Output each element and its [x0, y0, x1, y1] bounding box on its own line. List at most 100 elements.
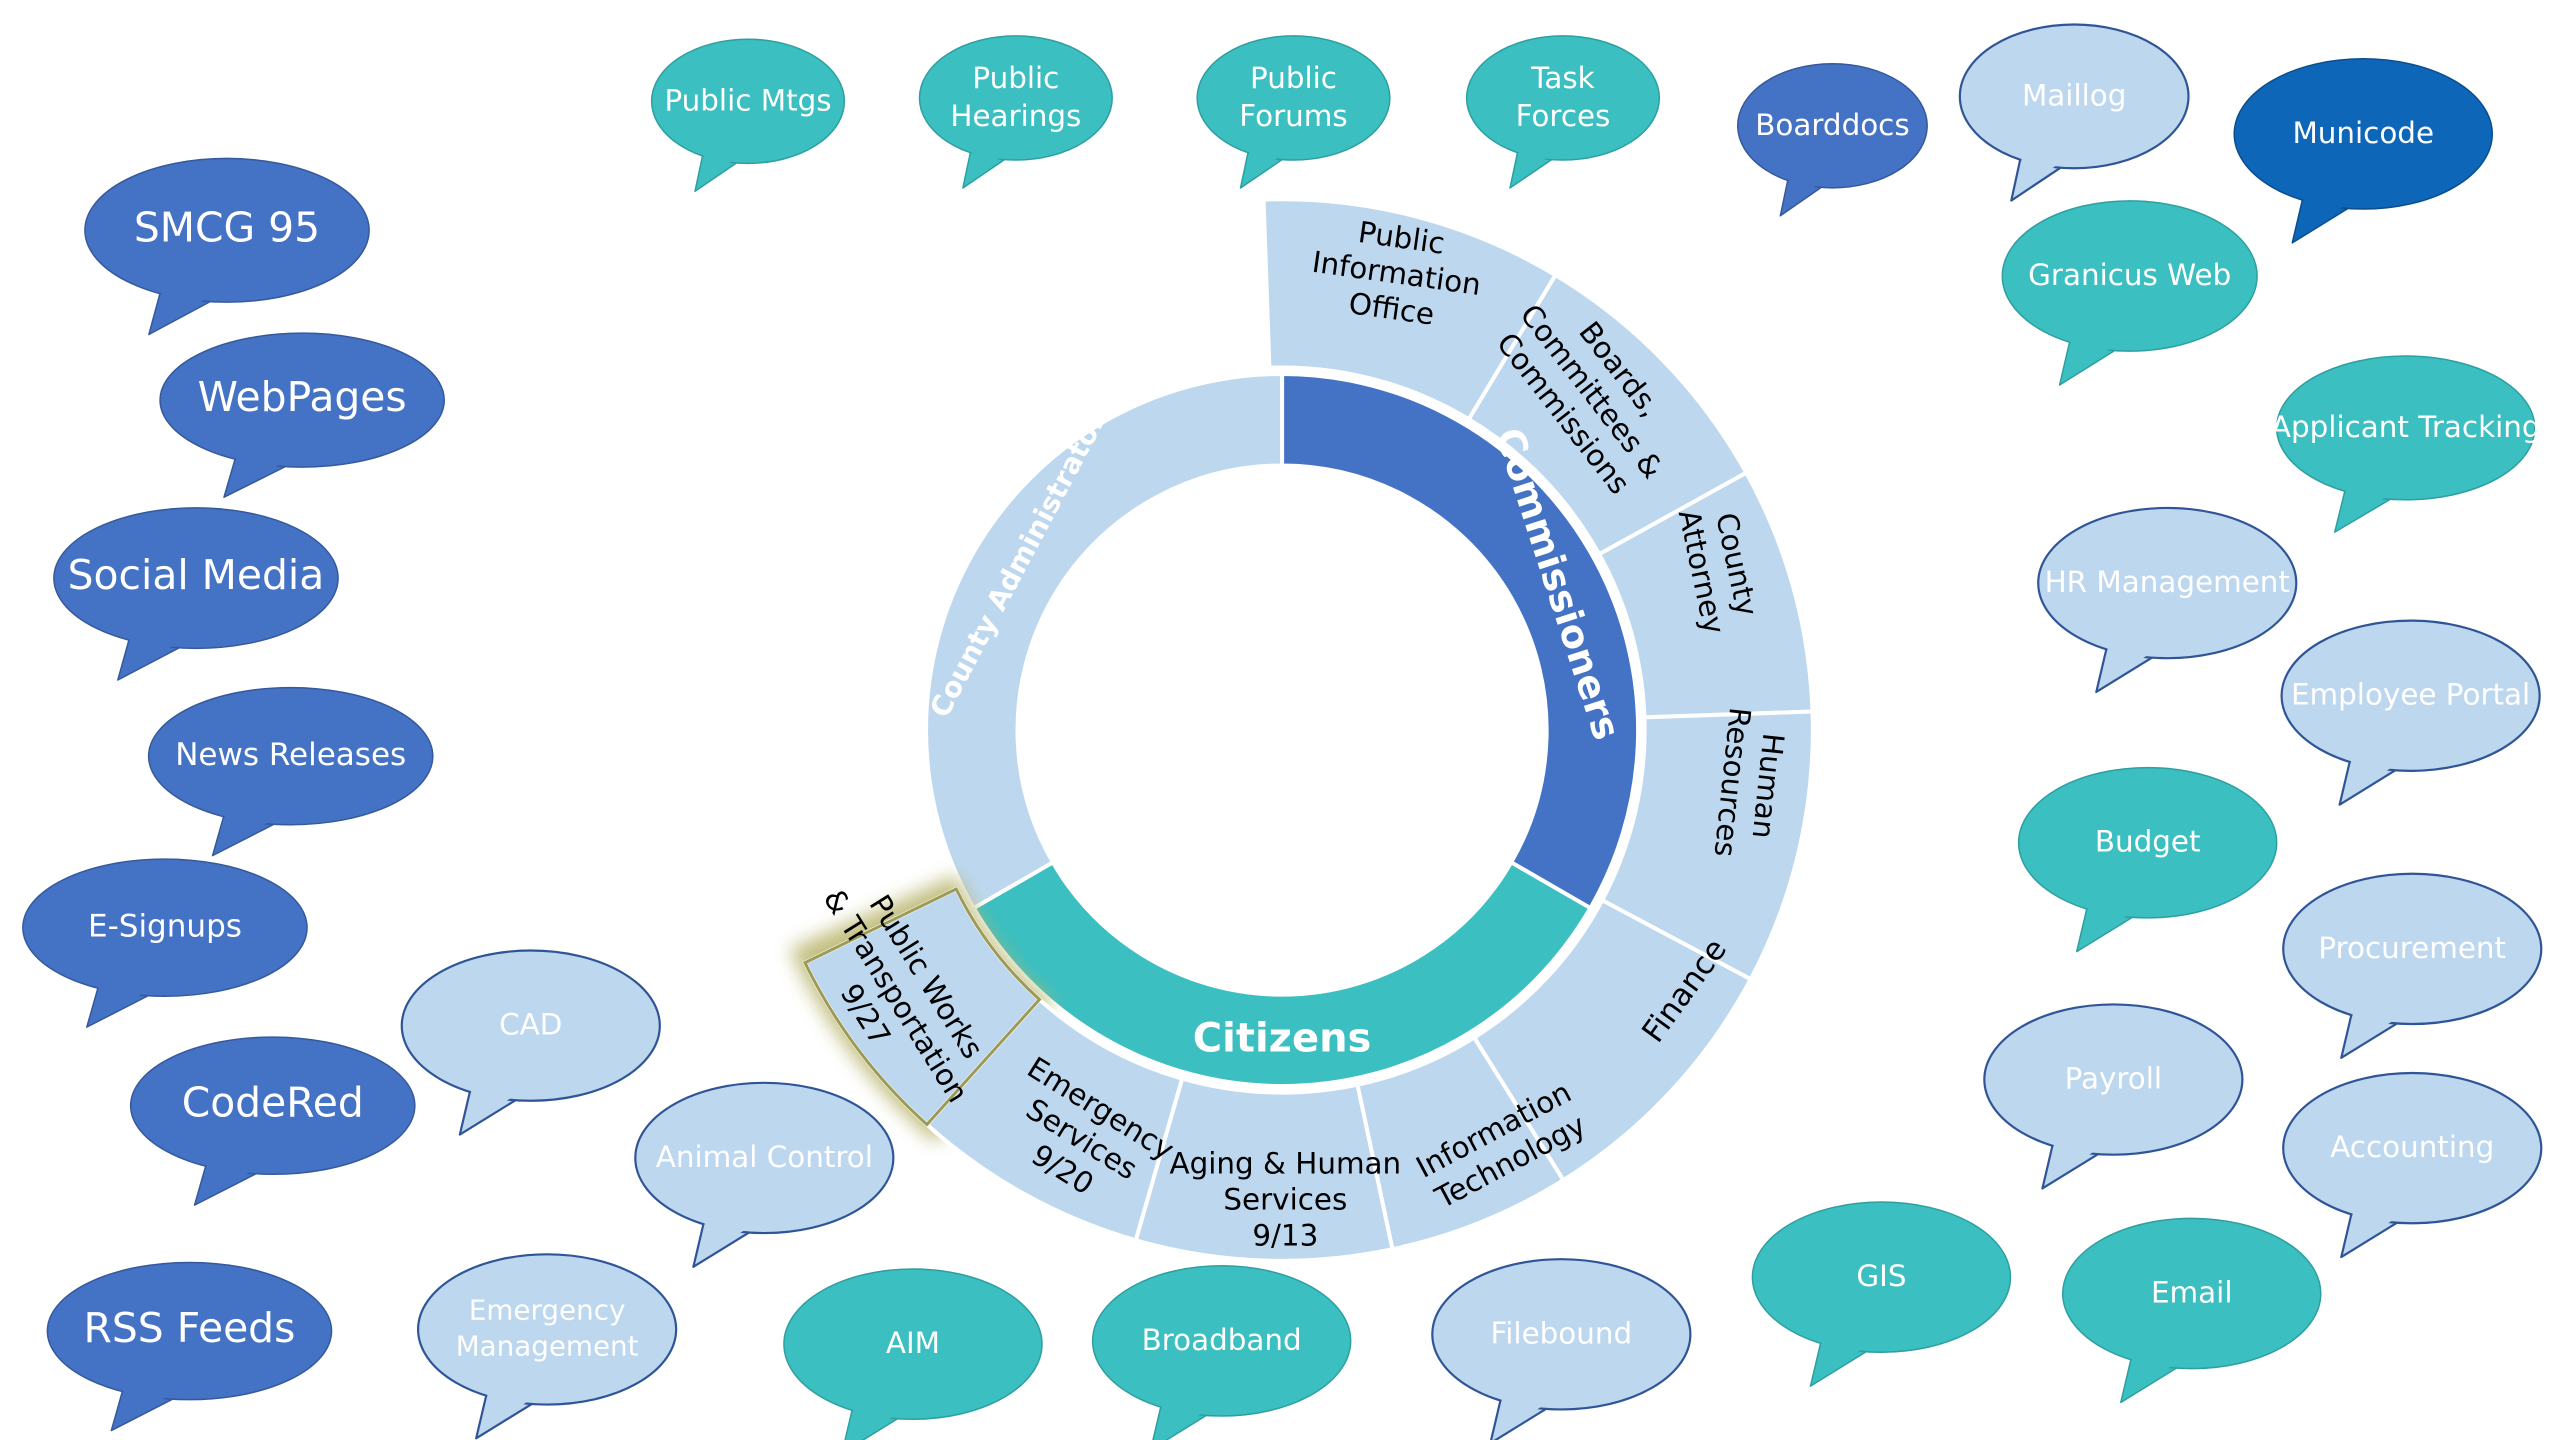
smcg95-bubble-body: [84, 157, 370, 303]
email-bubble: Email: [2061, 1217, 2322, 1404]
granicus-web-bubble-tail-fill: [2062, 326, 2122, 379]
procurement-label: Procurement: [2318, 930, 2506, 964]
procurement-bubble-tail-fill: [2344, 998, 2404, 1052]
maillog-bubble: Maillog: [1958, 23, 2190, 202]
hr-management-bubble: HR Management: [2037, 506, 2298, 694]
public-mtgs-bubble-tail-fill: [698, 141, 742, 186]
filebound-bubble-body: [1431, 1258, 1692, 1411]
procurement-bubble: Procurement: [2282, 872, 2543, 1059]
citizens-segment: [970, 859, 1594, 1089]
cad-label: CAD: [499, 1007, 562, 1041]
codered-label: CodeRed: [182, 1079, 364, 1127]
employee-portal-bubble-tail-fill: [2342, 745, 2403, 799]
boarddocs-label: Boarddocs: [1755, 107, 1909, 141]
smcg95-bubble: SMCG 95: [84, 157, 370, 336]
employee-portal-bubble-body: [2280, 619, 2541, 772]
broadband-bubble-tail-fill: [1154, 1390, 1214, 1440]
cad-bubble-body: [400, 949, 661, 1102]
public-information-office-label-group: PublicInformationOffice: [1305, 209, 1488, 337]
rss-feeds-bubble-body: [46, 1261, 333, 1401]
aim-bubble-body: [783, 1268, 1043, 1421]
esignups-label: E-Signups: [88, 909, 242, 945]
social-media-label: Social Media: [68, 551, 325, 599]
cad-bubble-tail-fill: [462, 1075, 523, 1129]
payroll-bubble: Payroll: [1983, 1003, 2244, 1190]
employee-portal-bubble: Employee Portal: [2280, 619, 2541, 806]
broadband-bubble: Broadband: [1091, 1264, 1352, 1440]
social-media-bubble-tail-fill: [120, 624, 187, 674]
maillog-bubble-body: [1958, 23, 2190, 170]
email-bubble-tail-fill: [2123, 1343, 2184, 1397]
applicant-tracking-bubble-tail-fill: [2337, 475, 2398, 527]
task-forces-bubble-body: [1465, 35, 1661, 161]
esignups-bubble: E-Signups: [22, 858, 308, 1028]
accounting-label: Accounting: [2330, 1130, 2494, 1164]
maillog-label: Maillog: [2022, 78, 2126, 112]
esignups-bubble-tail-fill: [89, 973, 156, 1022]
accounting-bubble-body: [2282, 1071, 2543, 1225]
codered-bubble-tail-fill: [197, 1151, 264, 1200]
public-hearings-bubble-body: [918, 35, 1113, 161]
budget-bubble-tail-fill: [2079, 892, 2140, 946]
news-releases-bubble-tail-fill: [215, 801, 282, 850]
email-label: Email: [2151, 1275, 2233, 1309]
smcg95-label: SMCG 95: [134, 203, 320, 251]
boarddocs-bubble-tail-fill: [1783, 166, 1826, 210]
commissioners-segment: [1280, 372, 1641, 911]
broadband-label: Broadband: [1142, 1322, 1302, 1356]
animal-control-bubble: Animal Control: [634, 1081, 895, 1268]
boarddocs-bubble: Boarddocs: [1736, 62, 1928, 217]
budget-bubble-body: [2017, 766, 2278, 919]
applicant-tracking-label: Applicant Tracking: [2271, 409, 2541, 443]
procurement-bubble-body: [2282, 872, 2543, 1026]
filebound-bubble-tail-fill: [1493, 1384, 1553, 1438]
news-releases-bubble-body: [147, 686, 434, 826]
gis-bubble-tail-fill: [1813, 1327, 1873, 1381]
task-forces-bubble-tail-fill: [1512, 138, 1557, 182]
news-releases-bubble: News Releases: [147, 686, 434, 857]
county-administrator-segment: [924, 372, 1285, 911]
payroll-label: Payroll: [2065, 1061, 2163, 1095]
boarddocs-bubble-body: [1736, 62, 1928, 189]
public-works-outline: [802, 886, 1042, 1127]
aim-label: AIM: [886, 1326, 940, 1360]
news-releases-label: News Releases: [175, 737, 406, 773]
emergency-management-bubble-body: [416, 1253, 678, 1406]
applicant-tracking-bubble: Applicant Tracking: [2271, 355, 2541, 533]
public-hearings-bubble-tail-fill: [965, 138, 1010, 182]
payroll-bubble-tail-fill: [2045, 1129, 2105, 1183]
gis-label: GIS: [1856, 1259, 1906, 1293]
public-information-office-label: PublicInformationOffice: [1305, 209, 1488, 337]
public-mtgs-bubble: Public Mtgs: [650, 38, 846, 192]
citizens-label: Citizens: [1193, 1015, 1372, 1061]
public-forums-bubble-tail-fill: [1243, 138, 1287, 182]
webpages-label: WebPages: [198, 373, 407, 421]
rss-feeds-bubble-tail-fill: [114, 1376, 181, 1425]
maillog-bubble-tail-fill: [2014, 144, 2067, 195]
webpages-bubble-body: [159, 332, 445, 468]
hr-management-bubble-tail-fill: [2099, 633, 2159, 686]
aim-bubble-tail-fill: [846, 1394, 905, 1440]
citizens-label-group: Citizens: [1193, 1015, 1372, 1061]
rss-feeds-bubble: RSS Feeds: [46, 1261, 333, 1432]
municode-bubble: Municode: [2233, 58, 2494, 244]
employee-portal-label: Employee Portal: [2291, 677, 2530, 711]
rss-feeds-label: RSS Feeds: [84, 1304, 296, 1352]
public-mtgs-bubble-body: [650, 38, 846, 165]
hr-management-label: HR Management: [2045, 565, 2290, 599]
accounting-bubble-tail-fill: [2344, 1198, 2404, 1252]
budget-label: Budget: [2095, 824, 2201, 858]
social-media-bubble: Social Media: [53, 507, 339, 681]
aim-bubble: AIM: [783, 1268, 1043, 1440]
public-forums-bubble-body: [1196, 35, 1391, 161]
smcg95-bubble-tail-fill: [151, 278, 218, 329]
granicus-web-bubble: Granicus Web: [2001, 200, 2258, 386]
email-bubble-body: [2061, 1217, 2322, 1370]
